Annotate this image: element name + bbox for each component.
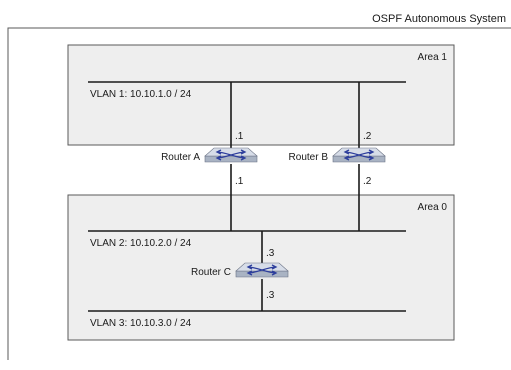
router-b-label: Router B	[289, 152, 329, 163]
router-b-lower-interface: .2	[363, 176, 372, 187]
router-c-label: Router C	[191, 267, 231, 278]
router-a-label: Router A	[161, 152, 200, 163]
vlan-1-label: VLAN 1: 10.10.1.0 / 24	[90, 89, 192, 100]
router-a-icon	[204, 147, 258, 163]
autonomous-system-title: OSPF Autonomous System	[372, 13, 506, 25]
vlan-3-label: VLAN 3: 10.10.3.0 / 24	[90, 318, 192, 329]
router-c-icon	[235, 262, 289, 278]
router-b-upper-interface: .2	[363, 131, 372, 142]
autonomous-system-boundary	[7, 27, 511, 360]
vlan-2-label: VLAN 2: 10.10.2.0 / 24	[90, 238, 192, 249]
router-a-lower-interface: .1	[235, 176, 244, 187]
area-0-label: Area 0	[418, 202, 448, 213]
area-1-box	[67, 44, 455, 146]
router-b-icon	[332, 147, 386, 163]
area-1-label: Area 1	[418, 52, 448, 63]
router-c-upper-interface: .3	[266, 248, 275, 259]
router-a-upper-interface: .1	[235, 131, 244, 142]
router-c-lower-interface: .3	[266, 290, 275, 301]
